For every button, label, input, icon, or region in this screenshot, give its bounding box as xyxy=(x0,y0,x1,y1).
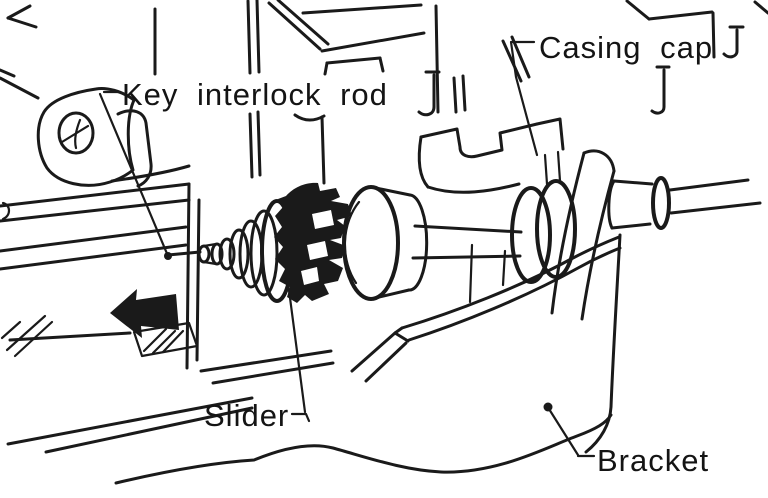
cable-housing-cylinder xyxy=(342,185,429,301)
leader-dash xyxy=(290,412,311,423)
callout-bracket: Bracket xyxy=(543,402,709,478)
inner-cable xyxy=(411,224,523,260)
mounting-clamp xyxy=(417,117,565,194)
direction-arrow-left xyxy=(110,289,179,338)
casing-cap-part xyxy=(510,149,616,321)
hatch-marks xyxy=(0,314,199,358)
leader-line xyxy=(285,273,307,414)
keyhole-icon xyxy=(57,111,95,155)
leader-line xyxy=(509,40,539,157)
label-casing-cap: Casing cap xyxy=(539,30,713,65)
column-housing xyxy=(0,182,335,385)
upper-right-panel xyxy=(501,0,768,115)
leader-line xyxy=(98,92,170,258)
callout-key-interlock-rod: Key interlock rod xyxy=(98,77,388,260)
column-tube-lines xyxy=(6,396,254,454)
background-corner-lines xyxy=(0,4,40,100)
key-cylinder xyxy=(36,87,191,188)
leader-line xyxy=(547,407,580,457)
steering-lock-body xyxy=(153,0,467,185)
leader-dot xyxy=(164,252,172,260)
bracket-part xyxy=(114,233,622,485)
key-interlock-rod-part xyxy=(166,242,224,266)
leader-dot xyxy=(543,402,553,412)
callout-slider: Slider xyxy=(204,273,311,433)
label-bracket: Bracket xyxy=(597,443,709,478)
callout-casing-cap: Casing cap xyxy=(509,30,713,157)
cable-end-fitting xyxy=(607,176,762,230)
label-slider: Slider xyxy=(204,398,289,433)
label-key-interlock-rod: Key interlock rod xyxy=(122,77,388,112)
ribbed-boot xyxy=(218,199,294,303)
slider-part xyxy=(274,182,352,303)
